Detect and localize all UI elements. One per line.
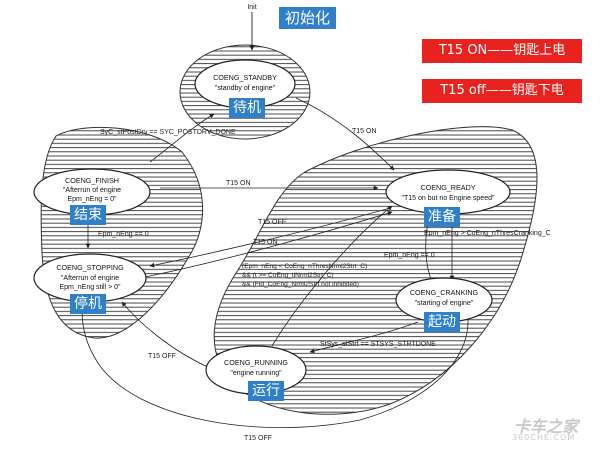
running-stopping-condition: T15 OFF: [148, 353, 176, 360]
ready-stopping-condition: T15 OFF: [258, 219, 286, 226]
running-to-ready-arrow: [271, 205, 393, 347]
running-cn-label: 运行: [248, 381, 284, 401]
cranking-stopping-condition: T15 OFF: [244, 435, 272, 442]
watermark-brand: 卡车之家: [514, 417, 579, 436]
state-stopping-name: COENG_STOPPING: [56, 263, 124, 272]
running-to-stopping-arrow: [121, 301, 211, 369]
finish-cn-label: 结束: [70, 205, 106, 225]
cranking-to-running-arrow: [309, 321, 419, 354]
state-stopping-desc2: Epm_nEng still > 0": [59, 284, 121, 291]
state-cranking-name: COENG_CRANKING: [410, 288, 479, 297]
state-ready-name: COENG_READY: [420, 183, 475, 192]
finish-stopping-condition: Epm_nEng == 0: [98, 231, 149, 238]
cranking-to-stopping-arrow: [80, 299, 469, 428]
ready-to-stopping-arrow: [149, 207, 391, 268]
state-finish-desc: "Afterrun of engine: [63, 187, 121, 194]
running-entry-condition-3: && (Fld_CoEng_Nrml2Strt not inhibited): [242, 281, 359, 288]
watermark-site: 360CHE.COM: [512, 433, 576, 442]
running-entry-condition-2: && (t >= CoEng_tiNrml2Strt_C): [242, 272, 334, 279]
state-running-desc: "engine running": [230, 370, 282, 377]
state-standby-desc: "standby of engine": [215, 85, 276, 92]
finish-standby-condition: SyC_stPostDrv == SYC_POSTDRV_DONE: [100, 129, 236, 136]
state-cranking-desc: "starting of engine": [415, 300, 474, 307]
cranking-ready-condition: Epm_nEng == 0: [384, 252, 435, 259]
standby-cn-label: 待机: [229, 98, 265, 118]
state-stopping-desc: "Afterrun of engine: [61, 275, 119, 282]
state-ready-desc: "T15 on but no Engine speed": [402, 195, 495, 202]
running-entry-condition-1: (Epm_nEng < CoEng_nThresNrml2Strt_C): [242, 263, 367, 270]
stopping-cn-label: 停机: [70, 294, 106, 314]
state-running-name: COENG_RUNNING: [224, 358, 288, 367]
cranking-cn-label: 起动: [424, 312, 460, 332]
stopping-ready-condition: T15 ON: [253, 239, 278, 246]
legend-t15-on: T15 ON——钥匙上电: [422, 39, 582, 63]
legend-t15-off: T15 off——钥匙下电: [422, 79, 582, 103]
state-standby-name: COENG_STANDBY: [213, 73, 277, 82]
ready-cranking-condition: Epm_nEng > CoEng_nThresCranking_C: [424, 230, 551, 237]
init-cn-label: 初始化: [279, 7, 337, 29]
standby-to-ready-arrow: [295, 97, 395, 171]
finish-ready-condition: T15 ON: [226, 180, 251, 187]
state-finish-desc2: Epm_nEng = 0": [68, 196, 118, 203]
ready-cn-label: 准备: [424, 207, 460, 227]
init-label: Init: [247, 4, 256, 11]
stopping-to-ready-arrow: [139, 210, 393, 279]
state-finish-name: COENG_FINISH: [65, 176, 119, 185]
cranking-running-condition: StSys_stStrt == STSYS_STRTDONE: [320, 341, 436, 348]
finish-to-standby-arrow: [149, 113, 215, 163]
standby-ready-condition: T15 ON: [352, 128, 377, 135]
